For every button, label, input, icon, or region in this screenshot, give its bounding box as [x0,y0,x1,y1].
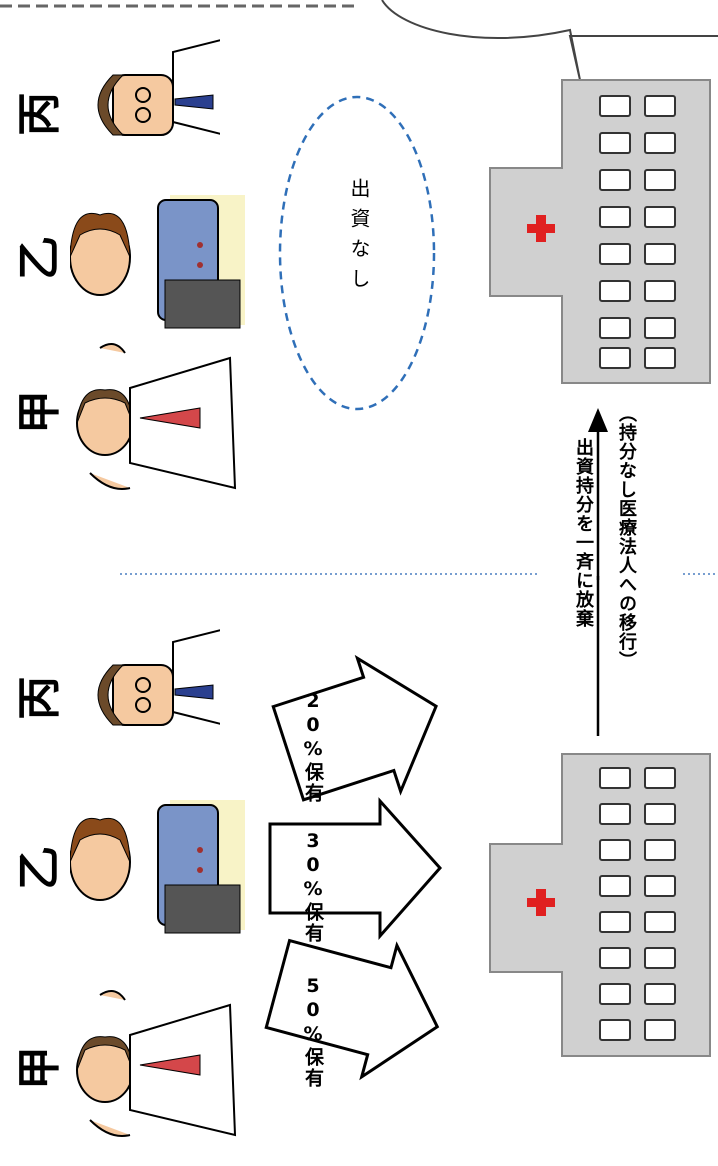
before-scene [264,576,711,1081]
investor-name-ko-after: 甲 [14,390,65,434]
share-label-hei: 20%保有 [302,690,324,804]
section-dividers [120,573,718,575]
person-hei-after [97,35,220,139]
investor-name-hei-before: 丙 [14,676,65,720]
share-label-ko: 50%保有 [302,975,324,1089]
share-arrow-hei [271,654,438,802]
no-investment-label: 出資なし [347,178,371,298]
person-ko-before [76,990,237,1137]
after-scene [0,0,718,580]
transition-label-sub: （持分なし医療法人への移行） [616,404,637,670]
investor-name-ko-before: 甲 [14,1046,65,1090]
investor-name-otsu-after: 乙 [14,236,65,280]
hospital-after-windows [599,95,676,369]
no-investment-ellipse [278,95,436,411]
share-arrow-otsu [268,797,443,940]
investor-name-otsu-before: 乙 [14,846,65,890]
speech-bubble-outline [381,0,718,81]
share-label-otsu: 30%保有 [302,830,324,944]
transition-label-main: 出資持分を一斉に放棄 [573,438,594,628]
investor-name-hei-after: 丙 [14,92,65,136]
hospital-before-windows [599,767,676,1041]
person-hei-before [97,625,220,729]
hospital-before [489,753,711,1057]
transition-arrow-head [588,408,608,432]
share-arrow-ko [264,938,440,1081]
person-otsu-after [70,195,245,329]
person-ko-after [76,343,237,490]
hospital-after [489,79,711,384]
person-otsu-before [70,800,245,934]
